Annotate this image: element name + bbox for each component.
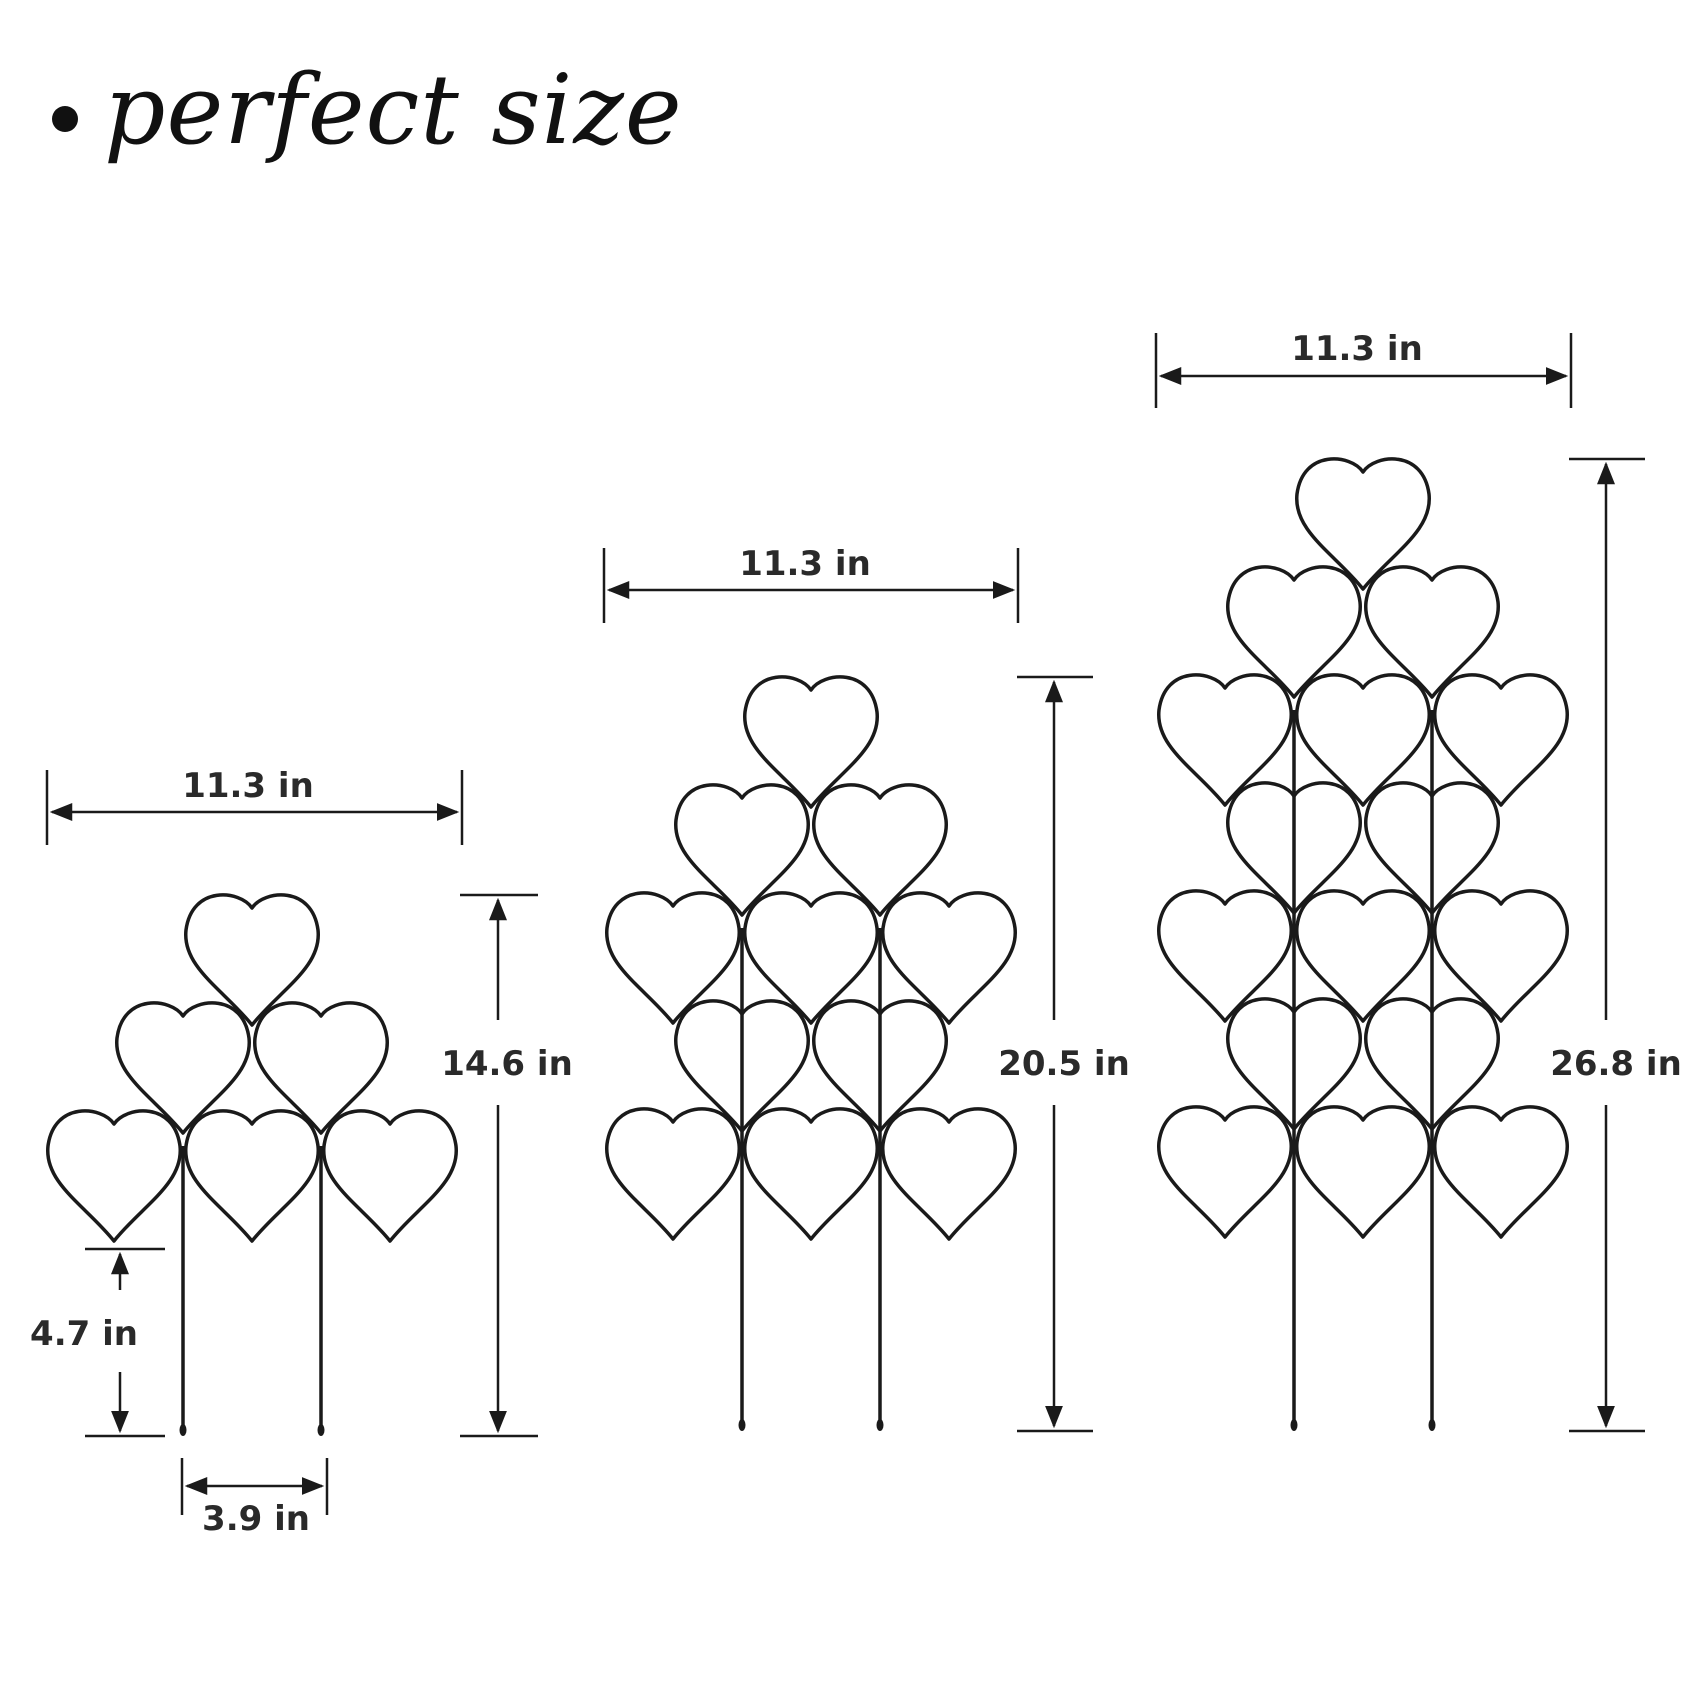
heart-loop [1433, 673, 1569, 807]
heart-loop [1226, 565, 1362, 699]
heart-loop [1157, 1105, 1293, 1239]
trellis-small [46, 893, 458, 1436]
dimension-stake-length: 4.7 in [30, 1247, 165, 1438]
heart-loop [674, 783, 810, 917]
dimension-height-medium: 20.5 in [998, 675, 1130, 1433]
dimension-height-large: 26.8 in [1550, 457, 1682, 1433]
heart-loop [812, 783, 948, 917]
heart-loop [1157, 889, 1293, 1023]
dimension-width-small: 11.3 in [45, 766, 464, 845]
heart-loop [1433, 889, 1569, 1023]
heading: perfect size [52, 62, 683, 158]
stake-length-label: 4.7 in [30, 1314, 138, 1354]
heart-loop [1295, 1105, 1431, 1239]
height-label-large: 26.8 in [1550, 1044, 1682, 1084]
stake-spacing-label: 3.9 in [202, 1499, 310, 1539]
height-label-medium: 20.5 in [998, 1044, 1130, 1084]
height-label-small: 14.6 in [441, 1044, 573, 1084]
heart-loop [743, 1107, 879, 1241]
heart-loop [1433, 1105, 1569, 1239]
heart-loop [605, 1107, 741, 1241]
heart-loop [1295, 457, 1431, 591]
stake-tip [876, 1419, 884, 1431]
width-label-large: 11.3 in [1291, 329, 1423, 369]
dimension-height-small: 14.6 in [441, 893, 573, 1438]
dimension-stake-spacing: 3.9 in [180, 1458, 329, 1539]
stake-tip [179, 1424, 187, 1436]
heart-loop [743, 675, 879, 809]
heart-loop [743, 891, 879, 1025]
stake-tip [1290, 1419, 1298, 1431]
stake-tip [738, 1419, 746, 1431]
heart-loop [253, 1001, 389, 1135]
heart-loop [1364, 565, 1500, 699]
stake-tip [1428, 1419, 1436, 1431]
heart-loop [184, 893, 320, 1027]
dimension-width-medium: 11.3 in [602, 544, 1020, 623]
width-label-small: 11.3 in [182, 766, 314, 806]
trellis-large [1157, 457, 1569, 1431]
bullet-dot-icon [52, 106, 78, 132]
heart-loop [322, 1109, 458, 1243]
dimension-width-large: 11.3 in [1154, 329, 1573, 408]
heart-loop [605, 891, 741, 1025]
stake-tip [317, 1424, 325, 1436]
heart-loop [1295, 889, 1431, 1023]
heart-loop [1157, 673, 1293, 807]
heart-loop [184, 1109, 320, 1243]
heading-title: perfect size [104, 54, 683, 166]
width-label-medium: 11.3 in [739, 544, 871, 584]
heart-loop [115, 1001, 251, 1135]
trellis-medium [605, 675, 1017, 1431]
heart-loop [46, 1109, 182, 1243]
heart-loop [1295, 673, 1431, 807]
heart-loop [881, 891, 1017, 1025]
heart-loop [881, 1107, 1017, 1241]
